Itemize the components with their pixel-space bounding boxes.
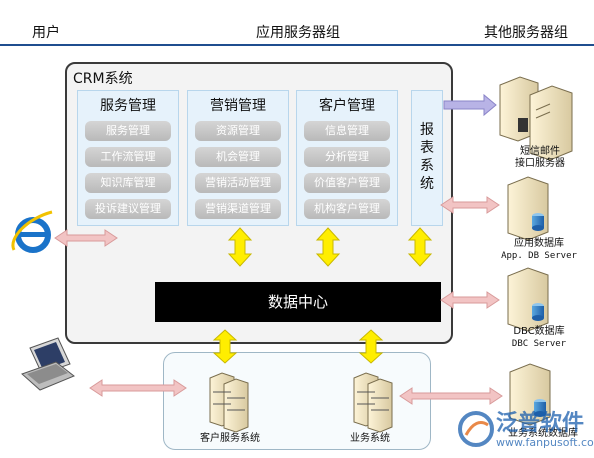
double-arrow-icon (358, 329, 384, 364)
app-server-group-label: 应用服务器组 (256, 25, 340, 41)
server-cluster-icon (209, 372, 249, 433)
double-arrow-icon (440, 196, 500, 214)
double-arrow-icon (212, 329, 238, 364)
module-customer: 客户管理 信息管理 分析管理 价值客户管理 机构客户管理 (296, 90, 398, 226)
double-arrow-icon (227, 227, 253, 267)
double-arrow-icon (315, 227, 341, 267)
dbc-db-label-line: DBC Server (511, 339, 567, 349)
module-title: 客户管理 (319, 98, 375, 114)
arrow-right-icon (443, 93, 497, 117)
function-pill: 信息管理 (304, 121, 390, 141)
data-center: 数据中心 (155, 282, 441, 322)
database-server-icon (509, 363, 551, 426)
sms-server-label-line: 接口服务器 (515, 158, 565, 169)
dbc-db-label: DBC数据库 DBC Server (490, 326, 588, 350)
crm-system-box: CRM系统 服务管理 服务管理 工作流管理 知识库管理 投诉建议管理 营销管理 … (65, 62, 453, 344)
watermark-logo: 泛普软件 www.fanpusoft.com (456, 403, 594, 455)
sms-server-label: 短信邮件 接口服务器 (497, 146, 583, 170)
header-divider (0, 44, 594, 46)
module-title: 服务管理 (100, 98, 156, 114)
module-marketing: 营销管理 资源管理 机会管理 营销活动管理 营销渠道管理 (187, 90, 289, 226)
browser-icon (11, 210, 53, 253)
module-title: 营销管理 (210, 98, 266, 114)
report-system-box: 报 表 系 统 (411, 90, 443, 226)
watermark-text: 泛普软件 (496, 411, 585, 436)
double-arrow-icon (54, 229, 118, 247)
report-system-char: 表 (420, 140, 434, 156)
mail-server-icon (499, 76, 573, 161)
double-arrow-icon (399, 387, 503, 405)
customer-service-system-label: 客户服务系统 (200, 433, 260, 444)
function-pill: 价值客户管理 (304, 173, 390, 193)
function-pill: 资源管理 (195, 121, 281, 141)
function-pill: 机会管理 (195, 147, 281, 167)
other-server-group-label: 其他服务器组 (484, 25, 568, 41)
function-pill: 营销渠道管理 (195, 199, 281, 219)
crm-system-title: CRM系统 (73, 71, 133, 87)
business-system-label: 业务系统 (350, 433, 390, 444)
sms-server-label-line: 短信邮件 (520, 146, 560, 157)
database-server-icon (507, 176, 549, 241)
double-arrow-icon (440, 291, 500, 309)
app-db-label-line: App. DB Server (501, 251, 577, 261)
report-system-char: 系 (420, 158, 434, 174)
function-pill: 知识库管理 (85, 173, 171, 193)
database-server-icon (507, 267, 549, 332)
function-pill: 工作流管理 (85, 147, 171, 167)
module-service: 服务管理 服务管理 工作流管理 知识库管理 投诉建议管理 (77, 90, 179, 226)
double-arrow-icon (89, 379, 187, 397)
watermark-url: www.fanpusoft.com (496, 436, 594, 449)
function-pill: 机构客户管理 (304, 199, 390, 219)
function-pill: 服务管理 (85, 121, 171, 141)
dbc-db-label-line: DBC数据库 (513, 326, 565, 337)
logo-icon (458, 411, 494, 447)
double-arrow-icon (407, 227, 433, 267)
user-column-label: 用户 (32, 25, 60, 41)
function-pill: 投诉建议管理 (85, 199, 171, 219)
app-db-label-line: 应用数据库 (514, 238, 564, 249)
app-db-label: 应用数据库 App. DB Server (490, 238, 588, 262)
server-cluster-icon (353, 372, 393, 433)
report-system-char: 统 (420, 176, 434, 192)
function-pill: 营销活动管理 (195, 173, 281, 193)
report-system-char: 报 (420, 122, 434, 138)
laptop-icon (21, 337, 75, 391)
function-pill: 分析管理 (304, 147, 390, 167)
business-db-label: 业务系统数据库 (508, 428, 578, 439)
